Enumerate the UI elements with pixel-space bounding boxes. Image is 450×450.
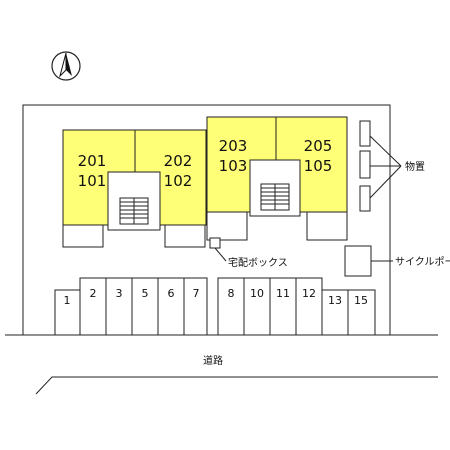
unit-label-201: 201 — [78, 152, 107, 170]
parking-space-label: 15 — [354, 294, 368, 307]
road-label: 道路 — [203, 354, 223, 367]
parking-space-label: 12 — [302, 287, 316, 300]
parking-space-label: 8 — [228, 287, 235, 300]
parking-space-label: 10 — [250, 287, 264, 300]
parking-space-label: 2 — [90, 287, 97, 300]
parking-space-label: 5 — [142, 287, 149, 300]
storage-sheds: 物置 — [359, 120, 425, 212]
parking-lot: 1 2 3 5 6 7 8 10 11 12 13 15 — [54, 277, 376, 335]
unit-label-203: 203 — [219, 137, 248, 155]
storage-label: 物置 — [405, 160, 425, 173]
delivery-box-label: 宅配ボックス — [228, 256, 288, 269]
unit-label-101: 101 — [78, 172, 107, 190]
north-arrow-icon — [51, 51, 81, 81]
unit-label-102: 102 — [164, 172, 193, 190]
parking-space-label: 6 — [168, 287, 175, 300]
building-left: 201 101 202 102 — [62, 129, 207, 248]
stairs — [119, 197, 149, 225]
unit-label-202: 202 — [164, 152, 193, 170]
delivery-box: 宅配ボックス — [209, 237, 288, 269]
parking-space-label: 1 — [64, 294, 71, 307]
parking-space-label: 3 — [116, 287, 123, 300]
site-boundary — [22, 104, 391, 335]
unit-label-103: 103 — [219, 157, 248, 175]
parking-space-label: 11 — [276, 287, 290, 300]
cycle-port: サイクルポート — [344, 245, 450, 277]
stairs — [260, 183, 290, 211]
building-right: 203 103 205 105 — [206, 116, 348, 241]
unit-label-105: 105 — [304, 157, 333, 175]
parking-space-label: 13 — [328, 294, 342, 307]
parking-space-label: 7 — [193, 287, 200, 300]
cycle-port-label: サイクルポート — [395, 256, 450, 268]
unit-label-205: 205 — [304, 137, 333, 155]
road: 道路 — [5, 334, 438, 395]
